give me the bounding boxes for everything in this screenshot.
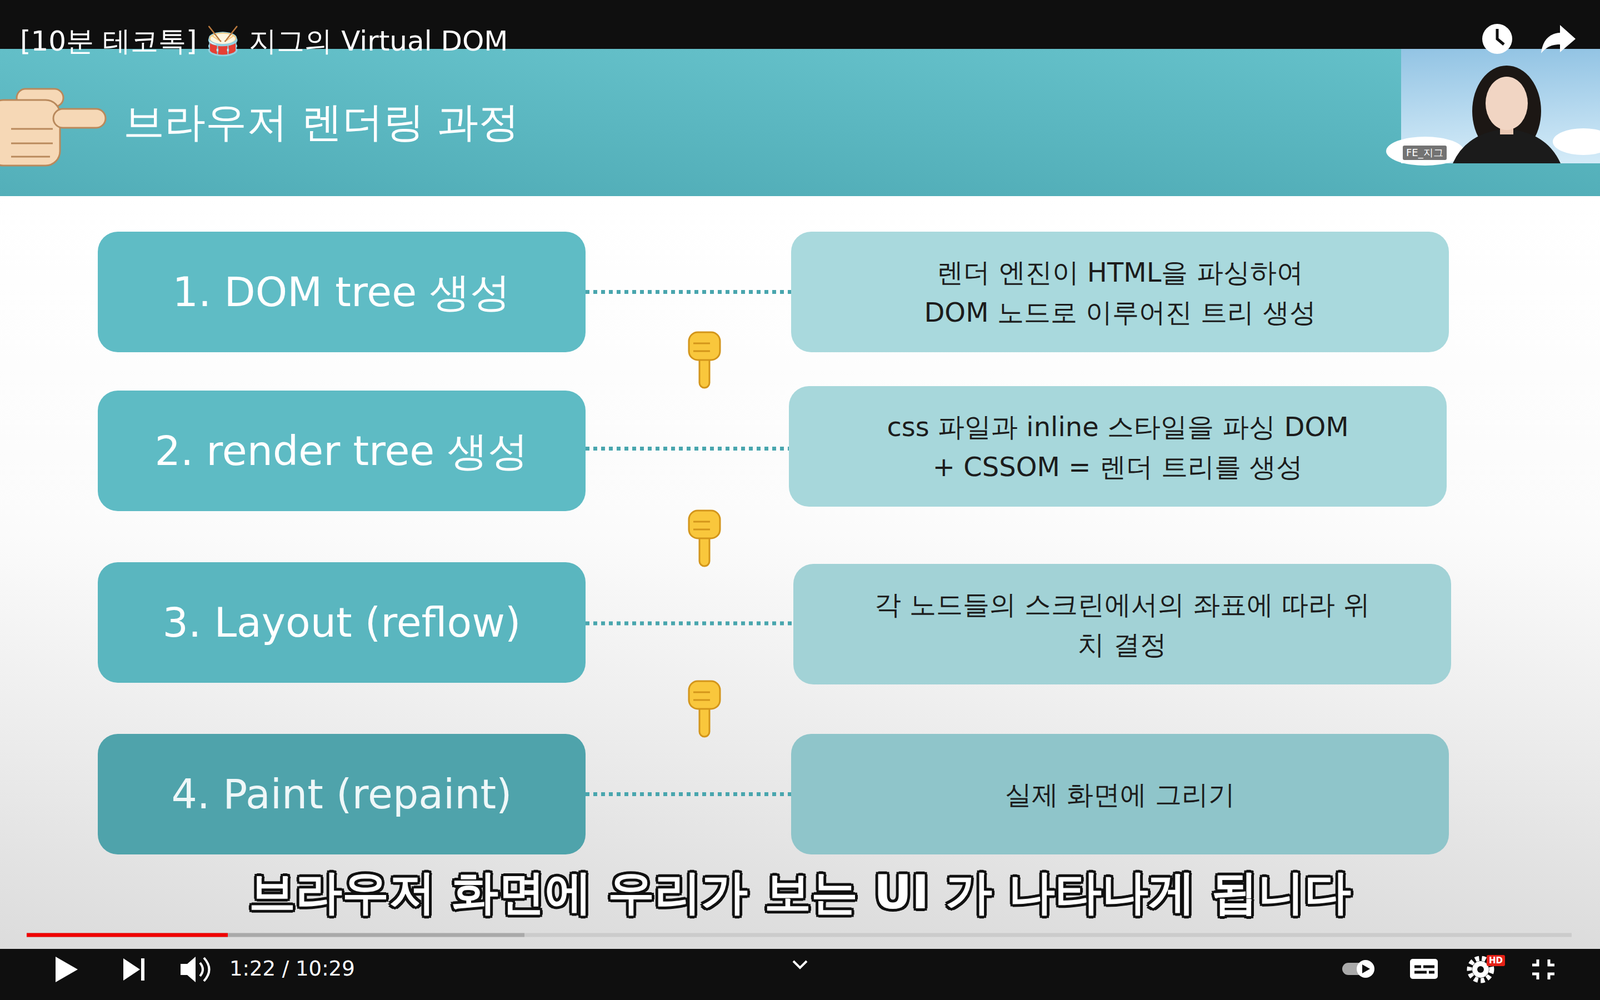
text-wrap: 3. Layout (reflow)	[162, 598, 522, 648]
text-wrap: 각 노드들의 스크린에서의 좌표에 따라 위치 결정	[872, 584, 1373, 665]
hand-fist	[0, 100, 60, 166]
webcam-name-tag: FE_지그	[1402, 145, 1447, 160]
next-bar	[141, 958, 145, 981]
chevron-icon	[793, 961, 807, 968]
hand-palm	[688, 681, 720, 709]
slide-header	[0, 48, 1600, 197]
control-bar	[0, 948, 1600, 1000]
volume-icon	[180, 956, 196, 983]
hand-knuckles	[11, 128, 53, 157]
text-wrap: css 파일과 inline 스타일을 파싱 DOM + CSSOM = 렌더 …	[884, 406, 1352, 487]
step-label: 2. render tree 생성	[155, 426, 529, 476]
step-label: 1. DOM tree 생성	[172, 267, 512, 317]
time-display: 1:22 / 10:29	[229, 956, 355, 982]
description-text: 렌더 엔진이 HTML을 파싱하여 DOM 노드로 이루어진 트리 생성	[906, 252, 1334, 333]
hd-badge: HD	[1486, 955, 1505, 967]
progress-played	[26, 933, 228, 938]
dotted-connector	[585, 290, 792, 294]
dotted-connector	[585, 792, 792, 797]
step-box: 2. render tree 생성	[97, 390, 586, 512]
step-label: 4. Paint (repaint)	[171, 770, 512, 819]
pointing-down-hand	[688, 681, 720, 737]
pointing-down-hand	[688, 332, 720, 388]
cloud	[1552, 128, 1600, 155]
clock-hands	[1497, 28, 1504, 45]
captions-icon	[1410, 958, 1438, 979]
description-box: 각 노드들의 스크린에서의 좌표에 따라 위치 결정	[793, 563, 1452, 685]
exit-fullscreen-icon	[1532, 959, 1555, 980]
person-face	[1485, 76, 1528, 130]
subtitle: 브라우저 화면에 우리가 보는 UI 가 나타나게 됩니다	[0, 864, 1600, 921]
autoplay-knob	[1356, 960, 1375, 978]
video-title: [10분 테코톡] 🥁 지그의 Virtual DOM	[20, 24, 508, 58]
step-box: 4. Paint (repaint)	[97, 733, 586, 855]
pointing-down-hand	[688, 510, 720, 567]
step-box: 1. DOM tree 생성	[97, 231, 586, 353]
captions-lines	[1414, 966, 1435, 973]
text-wrap: 실제 화면에 그리기	[1005, 774, 1236, 815]
text-wrap: 렌더 엔진이 HTML을 파싱하여 DOM 노드로 이루어진 트리 생성	[906, 252, 1334, 333]
hand-folds	[693, 521, 710, 530]
play-icon	[55, 956, 78, 983]
text-wrap: 1. DOM tree 생성	[172, 267, 512, 317]
cloud	[1386, 136, 1464, 166]
clock-icon	[1482, 23, 1513, 54]
hand-finger	[53, 108, 106, 128]
next-icon	[123, 958, 140, 981]
dotted-connector	[585, 446, 789, 451]
step-label: 3. Layout (reflow)	[162, 598, 522, 648]
hand-palm	[688, 332, 720, 360]
webcam-thumbnail	[1386, 48, 1600, 166]
autoplay-play	[1362, 964, 1370, 974]
text-wrap: 2. render tree 생성	[155, 426, 529, 476]
share-icon	[1541, 25, 1576, 54]
slide-body	[0, 196, 1600, 949]
hand-palm	[688, 510, 720, 539]
description-box: css 파일과 inline 스타일을 파싱 DOM + CSSOM = 렌더 …	[788, 386, 1447, 507]
dotted-connector	[585, 621, 794, 626]
text-wrap: 4. Paint (repaint)	[171, 770, 512, 819]
hand-folds	[693, 692, 710, 700]
description-text: css 파일과 inline 스타일을 파싱 DOM + CSSOM = 렌더 …	[884, 406, 1352, 487]
description-text: 각 노드들의 스크린에서의 좌표에 따라 위치 결정	[872, 584, 1373, 665]
slide-title: 브라우저 렌더링 과정	[123, 48, 520, 197]
progress-track	[26, 933, 1572, 938]
description-text: 실제 화면에 그리기	[1005, 774, 1236, 815]
description-box: 실제 화면에 그리기	[791, 733, 1449, 855]
description-box: 렌더 엔진이 HTML을 파싱하여 DOM 노드로 이루어진 트리 생성	[791, 231, 1449, 353]
pointing-hand-illustration	[0, 88, 106, 166]
step-box: 3. Layout (reflow)	[97, 562, 586, 683]
hand-folds	[693, 343, 710, 352]
gear-hole	[1477, 966, 1484, 973]
progress-buffer	[26, 933, 525, 938]
volume-waves	[200, 957, 210, 982]
